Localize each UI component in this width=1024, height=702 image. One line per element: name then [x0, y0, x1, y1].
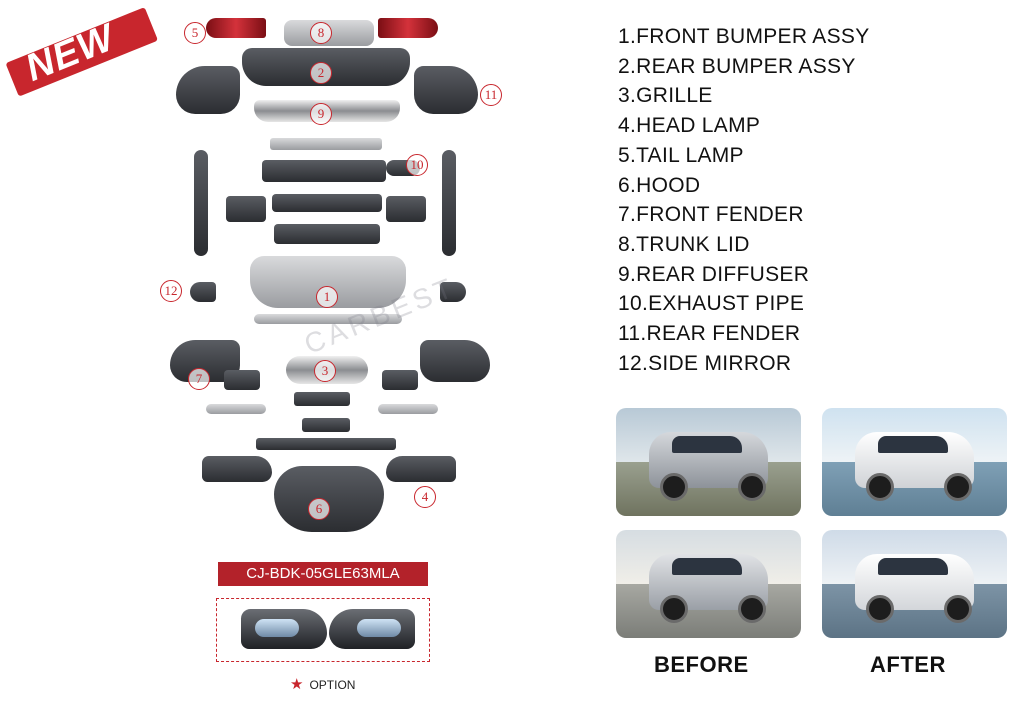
list-item: 5.TAIL LAMP: [618, 143, 744, 167]
list-item: 12.SIDE MIRROR: [618, 351, 792, 375]
front-lip: [254, 314, 402, 324]
after-photo-front: [822, 408, 1007, 516]
parts-diagram: 5 8 2 11 9 10 12 1 7 3 4 6: [150, 0, 520, 560]
callout-5: 5: [184, 22, 206, 44]
model-code-label: CJ-BDK-05GLE63MLA: [218, 562, 428, 586]
rear-fender-left: [176, 66, 240, 114]
tail-lamp-left: [206, 18, 266, 38]
option-legend: ★ OPTION: [290, 675, 355, 693]
bracket-right: [386, 196, 426, 222]
callout-2: 2: [310, 62, 332, 84]
list-item: 11.REAR FENDER: [618, 322, 801, 346]
side-skirt-left: [206, 404, 266, 414]
callout-12: 12: [160, 280, 182, 302]
star-icon: ★: [290, 676, 304, 693]
option-label-text: OPTION: [309, 678, 356, 692]
callout-1: 1: [316, 286, 338, 308]
fog-lamp-right: [382, 370, 418, 390]
callout-4: 4: [414, 486, 436, 508]
list-item: 2.REAR BUMPER ASSY: [618, 54, 856, 78]
head-lamp-left: [202, 456, 272, 482]
list-item: 1.FRONT BUMPER ASSY: [618, 25, 870, 48]
parts-list: 1.FRONT BUMPER ASSY 2.REAR BUMPER ASSY 3…: [618, 22, 870, 378]
option-head-lamp-left: [241, 609, 327, 649]
list-item: 3.GRILLE: [618, 84, 713, 108]
after-photo-rear: [822, 530, 1007, 638]
list-item: 9.REAR DIFFUSER: [618, 262, 810, 286]
before-photo-front: [616, 530, 801, 638]
list-item: 8.TRUNK LID: [618, 232, 750, 256]
before-caption: BEFORE: [654, 652, 749, 677]
bracket-center: [272, 194, 382, 212]
front-fender-right: [420, 340, 490, 382]
callout-11: 11: [480, 84, 502, 106]
rear-fender-right: [414, 66, 478, 114]
wheel-arch-left: [194, 150, 208, 256]
head-lamp-right: [386, 456, 456, 482]
option-box: [216, 598, 430, 662]
before-photo-rear: [616, 408, 801, 516]
list-item: 7.FRONT FENDER: [618, 203, 804, 227]
reinforcement-bar: [262, 160, 386, 182]
callout-10: 10: [406, 154, 428, 176]
wheel-arch-right: [442, 150, 456, 256]
center-intake: [302, 418, 350, 432]
option-head-lamp-right: [329, 609, 415, 649]
tail-lamp-right: [378, 18, 438, 38]
callout-7: 7: [188, 368, 210, 390]
callout-3: 3: [314, 360, 336, 382]
small-vents: [256, 438, 396, 450]
lower-grille: [294, 392, 350, 406]
list-item: 10.EXHAUST PIPE: [618, 292, 805, 316]
trim-strip: [270, 138, 382, 150]
fog-lamp-left: [224, 370, 260, 390]
new-badge-text: NEW: [19, 16, 121, 90]
after-caption: AFTER: [870, 652, 946, 677]
hood: [274, 466, 384, 532]
new-badge: NEW: [0, 0, 166, 115]
callout-6: 6: [308, 498, 330, 520]
list-item: 4.HEAD LAMP: [618, 114, 761, 138]
side-mirror-right: [440, 282, 466, 302]
callout-9: 9: [310, 103, 332, 125]
callout-8: 8: [310, 22, 332, 44]
list-item: 6.HOOD: [618, 173, 701, 197]
side-skirt-right: [378, 404, 438, 414]
bracket-left: [226, 196, 266, 222]
lower-bracket: [274, 224, 380, 244]
side-mirror-left: [190, 282, 216, 302]
